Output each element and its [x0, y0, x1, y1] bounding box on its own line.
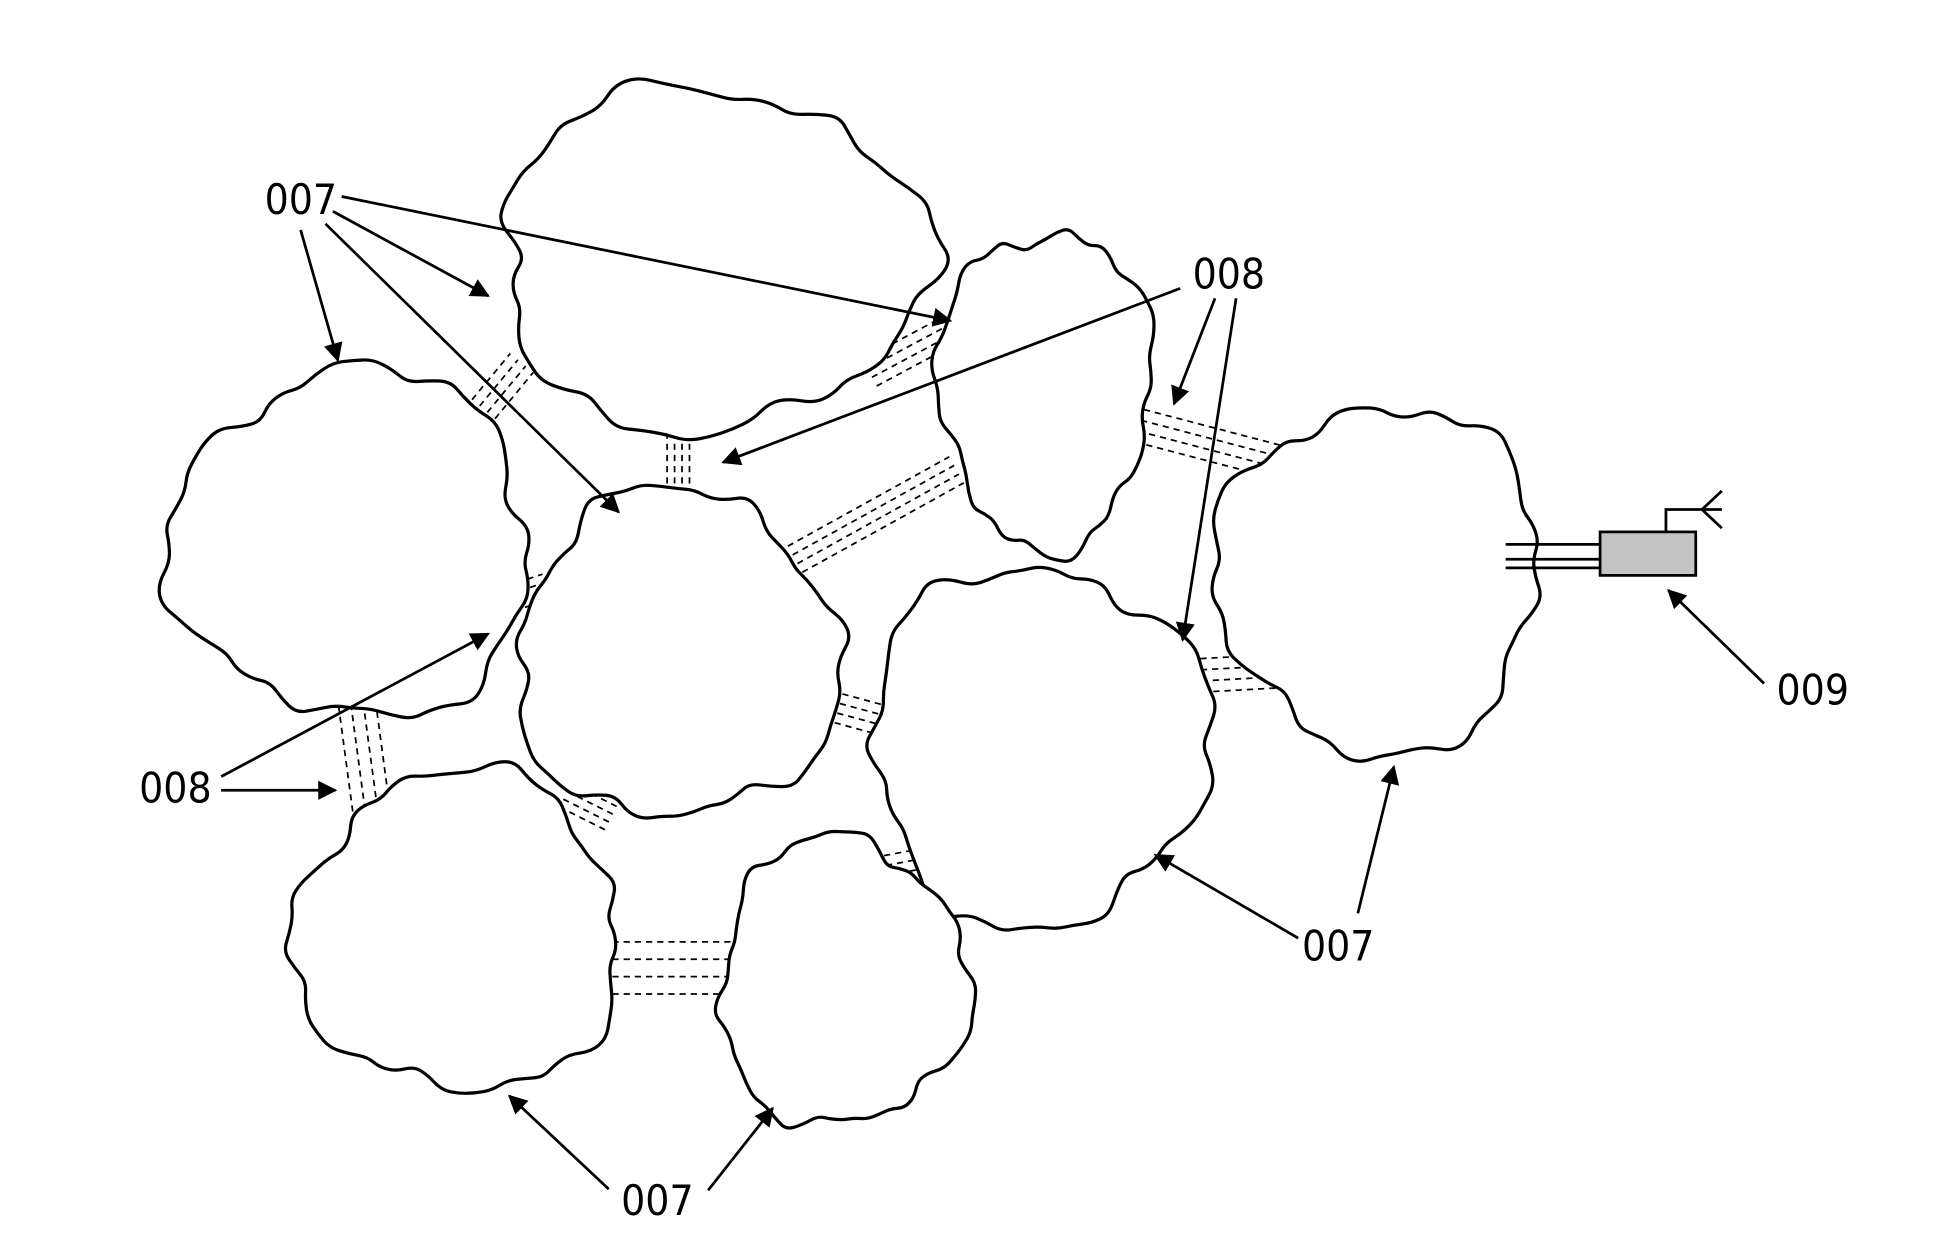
cell-units [157, 77, 1542, 1130]
label-007-bottom: 007 [621, 1176, 693, 1225]
leader-arrow [1175, 298, 1238, 642]
leader-arrow [1171, 297, 1217, 406]
connector-line [797, 473, 960, 565]
label-008-top-right: 008 [1193, 249, 1265, 298]
connector-line [566, 790, 618, 818]
leader-arrow [707, 1106, 774, 1192]
leader-arrow [1667, 588, 1766, 685]
label-008-left: 008 [139, 764, 211, 813]
leader-arrow [721, 287, 1181, 466]
connector-line [1168, 686, 1281, 695]
connector-line [801, 482, 965, 574]
leader-arrow [220, 632, 490, 778]
reference-labels: 007 008 008 009 007 007 [139, 175, 1849, 1225]
leader-arrow [299, 229, 343, 363]
connector-line [871, 336, 947, 379]
cell-unit-outline [283, 760, 618, 1095]
leader-arrow [507, 1094, 610, 1191]
connector-line [562, 798, 614, 825]
antenna-icon [1664, 489, 1723, 532]
connector-line [792, 464, 955, 556]
label-009: 009 [1777, 666, 1849, 715]
connector-line [1122, 403, 1285, 447]
connector-line [1119, 413, 1282, 458]
controller-box [1598, 530, 1698, 577]
leader-lines [220, 195, 1766, 1192]
leader-arrow [341, 195, 953, 327]
connector-line [842, 693, 889, 708]
connector-line [559, 806, 610, 833]
cell-unit-outline [499, 77, 950, 442]
leader-arrow [1356, 764, 1400, 914]
label-007-right: 007 [1302, 921, 1374, 970]
connector-line [839, 702, 887, 717]
leader-arrow [332, 210, 490, 298]
cell-unit-outline [930, 228, 1156, 563]
label-007-top-left: 007 [265, 175, 337, 224]
cell-unit-outline [514, 483, 851, 820]
cell-unit-outline [713, 829, 978, 1130]
leader-arrow [1153, 853, 1299, 940]
connector-line [787, 455, 950, 547]
controller-device [1505, 489, 1723, 577]
cell-unit-outline [1210, 406, 1542, 763]
leader-arrow [324, 222, 621, 514]
cell-unit-outline [865, 565, 1217, 932]
cell-unit-outline [157, 358, 531, 720]
